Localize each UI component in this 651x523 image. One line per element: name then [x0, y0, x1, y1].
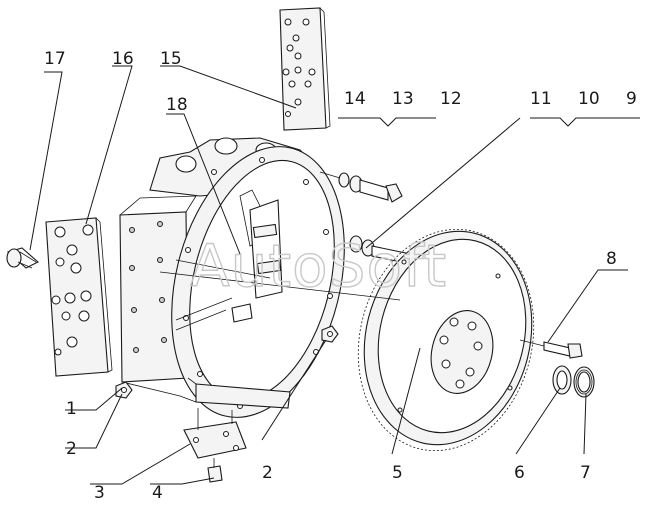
- callout-7: 7: [580, 463, 591, 483]
- leader-lines: [29, 65, 640, 485]
- callout-16: 16: [112, 49, 134, 69]
- callout-12: 12: [440, 89, 462, 109]
- callout-15: 15: [160, 49, 182, 69]
- part-3-bottom-cover: [183, 408, 247, 459]
- part-1-flywheel-housing: [119, 137, 345, 418]
- part-16-mounting-plate: [45, 217, 113, 377]
- part-2-nut-left: [115, 381, 133, 399]
- part-7-bearing: [573, 366, 595, 398]
- callout-11: 11: [530, 89, 552, 109]
- part-8-bolt: [519, 339, 583, 359]
- callout-10: 10: [578, 89, 600, 109]
- callout-2-left: 2: [66, 439, 77, 459]
- callout-18: 18: [166, 95, 188, 115]
- part-12-14-bolt-washer-set: [319, 171, 403, 203]
- callout-1: 1: [66, 399, 77, 419]
- part-2-nut-right: [321, 325, 339, 343]
- callout-17: 17: [44, 49, 66, 69]
- callout-9: 9: [626, 89, 637, 109]
- part-15-top-plate: [279, 7, 331, 131]
- autosoft-watermark: AutoSoft: [190, 232, 447, 300]
- callout-8: 8: [606, 249, 617, 269]
- part-17-bolt: [6, 247, 39, 269]
- callout-4: 4: [152, 483, 163, 503]
- part-5-flywheel: [159, 228, 535, 452]
- callout-14: 14: [344, 89, 366, 109]
- callout-3: 3: [94, 483, 105, 503]
- callout-6: 6: [514, 463, 525, 483]
- part-6-seal-ring: [552, 365, 572, 395]
- callout-2-right: 2: [262, 463, 273, 483]
- callout-5: 5: [392, 463, 403, 483]
- callout-13: 13: [392, 89, 414, 109]
